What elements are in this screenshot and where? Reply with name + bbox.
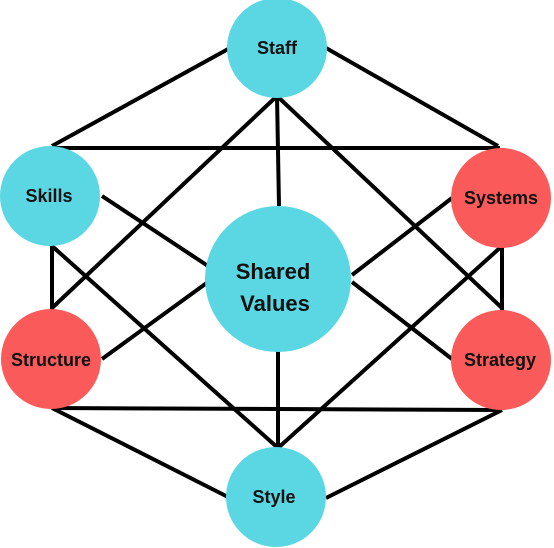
- node-structure-label: Structure: [11, 350, 91, 370]
- line-structure-shared-values: [100, 280, 210, 361]
- line-strategy-style: [325, 408, 503, 500]
- node-structure: Structure: [1, 309, 101, 409]
- node-skills-label: Skills: [25, 186, 72, 206]
- node-skills: Skills: [0, 146, 100, 246]
- node-structure-circle: [1, 309, 101, 409]
- node-shared-values-label-line1: Shared: [236, 259, 311, 284]
- line-systems-style: [276, 244, 504, 450]
- node-style: Style: [226, 447, 326, 547]
- line-skills-shared-values: [100, 194, 210, 268]
- line-staff-shared-values: [275, 95, 281, 207]
- line-skills-style: [50, 244, 280, 450]
- line-staff-structure: [50, 94, 279, 310]
- node-strategy-label: Strategy: [464, 350, 536, 370]
- node-skills-circle: [0, 146, 100, 246]
- node-shared-values-circle: [205, 206, 351, 352]
- line-staff-systems: [325, 46, 499, 148]
- node-strategy: Strategy: [451, 310, 551, 410]
- node-style-label: Style: [252, 487, 295, 507]
- line-staff-skills: [51, 46, 231, 148]
- node-systems: Systems: [451, 148, 551, 248]
- node-staff-label: Staff: [257, 38, 298, 58]
- line-staff-strategy: [275, 94, 504, 310]
- node-staff: Staff: [227, 0, 327, 98]
- node-systems-label: Systems: [464, 188, 538, 208]
- node-shared-values: Shared Values: [205, 206, 351, 352]
- node-systems-circle: [451, 148, 551, 248]
- node-staff-circle: [227, 0, 327, 98]
- node-shared-values-label-line2: Values: [240, 291, 310, 316]
- line-systems-shared-values: [350, 196, 454, 277]
- line-strategy-shared-values: [350, 280, 454, 361]
- connection-lines: [50, 46, 504, 500]
- node-strategy-circle: [451, 310, 551, 410]
- line-structure-style: [51, 406, 231, 500]
- node-style-circle: [226, 447, 326, 547]
